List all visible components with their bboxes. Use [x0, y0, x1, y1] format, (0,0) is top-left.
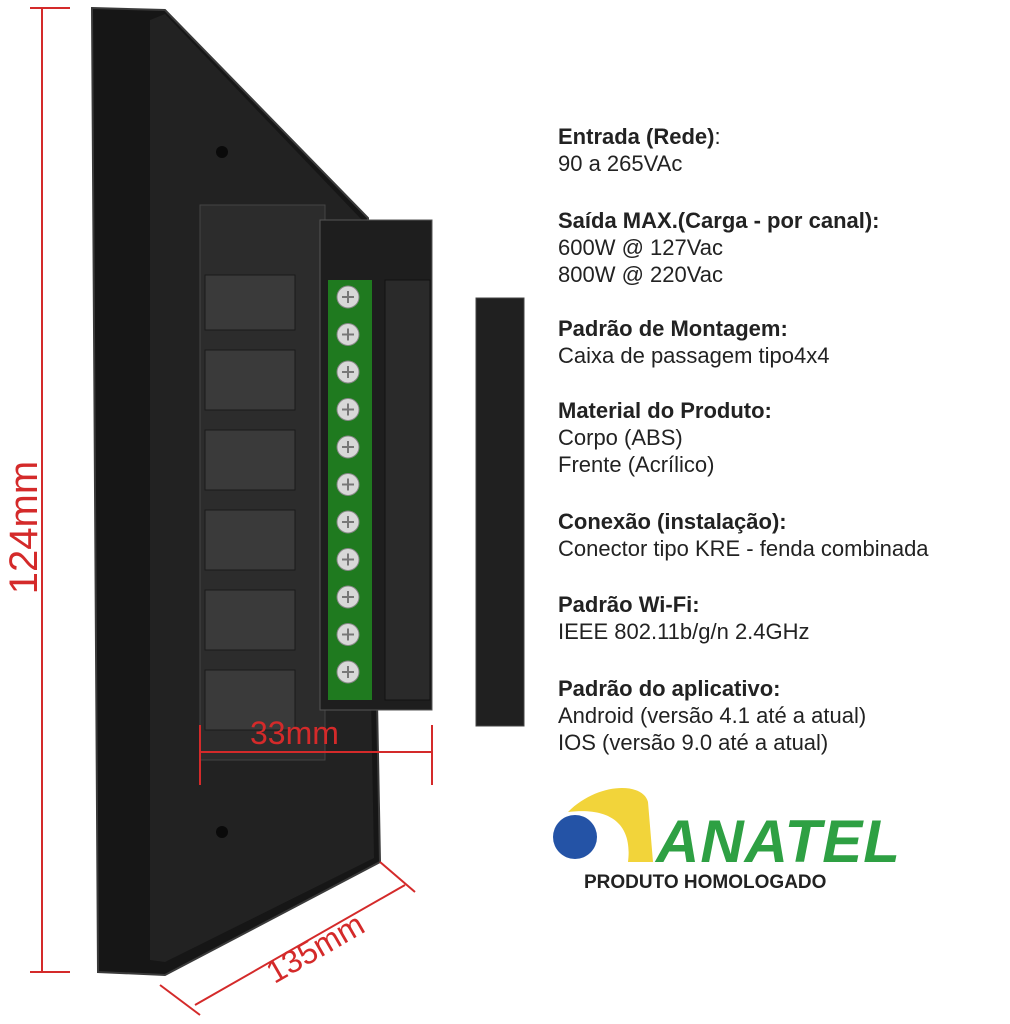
spec-group: Material do Produto:Corpo (ABS)Frente (A… — [558, 397, 772, 478]
spec-heading: Material do Produto: — [558, 398, 772, 423]
spec-value: Corpo (ABS) — [558, 425, 683, 450]
spec-value: Frente (Acrílico) — [558, 452, 715, 477]
spec-heading: Conexão (instalação): — [558, 509, 787, 534]
spec-value: 800W @ 220Vac — [558, 262, 724, 287]
spec-value: Conector tipo KRE - fenda combinada — [558, 536, 929, 561]
anatel-logo: ANATEL PRODUTO HOMOLOGADO — [548, 782, 900, 902]
anatel-emblem-icon — [553, 788, 653, 862]
spec-heading: Padrão do aplicativo: — [558, 676, 781, 701]
spec-value: IEEE 802.11b/g/n 2.4GHz — [558, 619, 810, 644]
dimension-depth-label: 33mm — [250, 715, 339, 751]
spec-value: 90 a 265VAc — [558, 151, 683, 176]
spec-group: Entrada (Rede): 90 a 265VAc — [558, 123, 721, 177]
spec-group: Padrão do aplicativo:Android (versão 4.1… — [558, 675, 866, 756]
anatel-brand: ANATEL — [656, 808, 901, 875]
spec-value: 600W @ 127Vac — [558, 235, 724, 260]
anatel-subtitle: PRODUTO HOMOLOGADO — [584, 872, 827, 893]
dimension-height-label: 124mm — [2, 460, 47, 595]
spec-heading: Entrada (Rede) — [558, 124, 715, 149]
side-module — [475, 297, 525, 727]
spec-heading-suffix: : — [714, 124, 721, 149]
spec-heading: Padrão de Montagem: — [558, 316, 788, 341]
spec-group: Saída MAX.(Carga - por canal):600W @ 127… — [558, 207, 880, 288]
spec-value: IOS (versão 9.0 até a atual) — [558, 730, 829, 755]
spec-group: Conexão (instalação):Conector tipo KRE -… — [558, 508, 929, 562]
spec-value: Caixa de passagem tipo4x4 — [558, 343, 830, 368]
spec-heading: Padrão Wi-Fi: — [558, 592, 700, 617]
spec-group: Padrão Wi-Fi:IEEE 802.11b/g/n 2.4GHz — [558, 591, 810, 645]
spec-group: Padrão de Montagem:Caixa de passagem tip… — [558, 315, 830, 369]
spec-heading: Saída MAX.(Carga - por canal): — [558, 208, 880, 233]
spec-value: Android (versão 4.1 até a atual) — [558, 703, 867, 728]
screw-terminals — [336, 285, 360, 684]
